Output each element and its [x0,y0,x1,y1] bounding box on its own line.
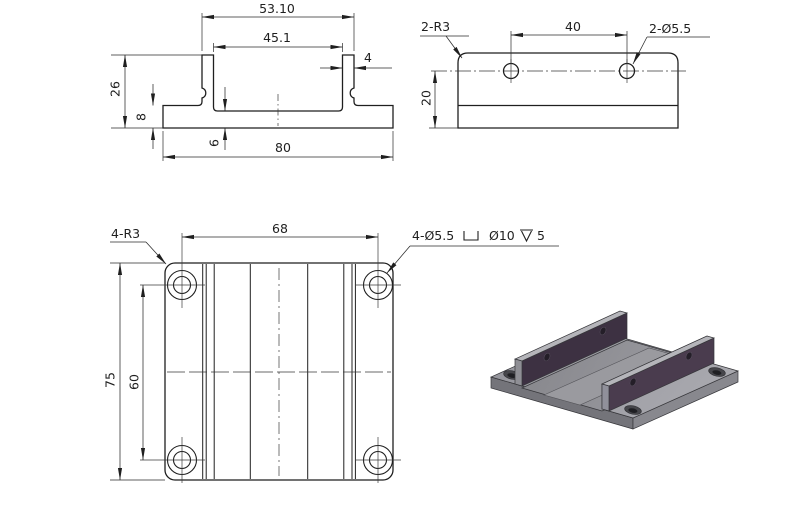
label-4-r3: 4-R3 [110,226,167,265]
dim-20: 20 [419,70,458,129]
dim-60: 60 [127,284,146,461]
front-view-outline [162,54,394,129]
dim-6: 6 [207,87,228,150]
counterbore-callout-text: 4-Ø5.5 Ø10 5 [412,228,545,243]
dim-45-1-text: 45.1 [263,30,291,45]
depth-icon [520,229,533,243]
dim-8: 8 [134,84,156,149]
label-4-r3-text: 4-R3 [111,226,140,241]
model-3d [489,310,740,430]
label-2-r3: 2-R3 [420,19,469,59]
dim-68-text: 68 [272,221,288,236]
model-near-wall-end-face [601,383,610,412]
dim-8-text: 8 [134,113,149,121]
counterbore-dia: Ø10 [489,228,515,243]
dim-75: 75 [103,262,165,481]
dim-45-1: 45.1 [213,30,343,52]
dim-6-text: 6 [207,139,222,147]
model-near-wall-hole-2 [685,351,693,361]
counterbore-icon [463,231,479,241]
dim-26: 26 [108,54,202,129]
dim-20-text: 20 [419,90,434,106]
counterbore-depth: 5 [537,228,545,243]
front-view: 53.10 45.1 4 26 8 [108,1,394,161]
plan-wall-lines [202,264,356,479]
model-far-wall-hole-2 [599,326,607,336]
dim-75-text: 75 [103,372,118,388]
dim-26-text: 26 [108,81,123,97]
dim-4: 4 [320,50,392,71]
dim-60-text: 60 [127,374,142,390]
label-2-dia-5-5-text: 2-Ø5.5 [649,21,691,36]
model-far-wall [513,310,629,387]
model-near-wall-hole-1 [629,377,637,387]
dim-80-text: 80 [275,140,291,155]
plan-view: 68 4-R3 4-Ø5.5 Ø10 5 75 [103,221,559,483]
dim-40: 40 [510,19,628,63]
label-2-r3-text: 2-R3 [421,19,450,34]
dim-40-text: 40 [565,19,581,34]
counterbore-prefix: 4-Ø5.5 [412,228,454,243]
side-view: 40 20 2-R3 2-Ø5.5 [419,19,710,129]
model-far-wall-hole-1 [543,352,551,362]
dim-53-10: 53.10 [201,1,355,51]
plan-holes [166,269,394,476]
side-view-outline [457,52,679,129]
model-far-wall-end-face [514,358,523,387]
dim-80: 80 [162,131,394,161]
label-2-dia-5-5: 2-Ø5.5 [632,21,710,65]
counterbore-callout: 4-Ø5.5 Ø10 5 [386,228,559,274]
model-near-wall [600,335,716,412]
dim-68: 68 [181,221,379,240]
plan-hole-crosshairs [140,233,401,483]
plan-outline [164,262,394,481]
dim-53-10-text: 53.10 [259,1,295,16]
dim-4-text: 4 [364,50,372,65]
